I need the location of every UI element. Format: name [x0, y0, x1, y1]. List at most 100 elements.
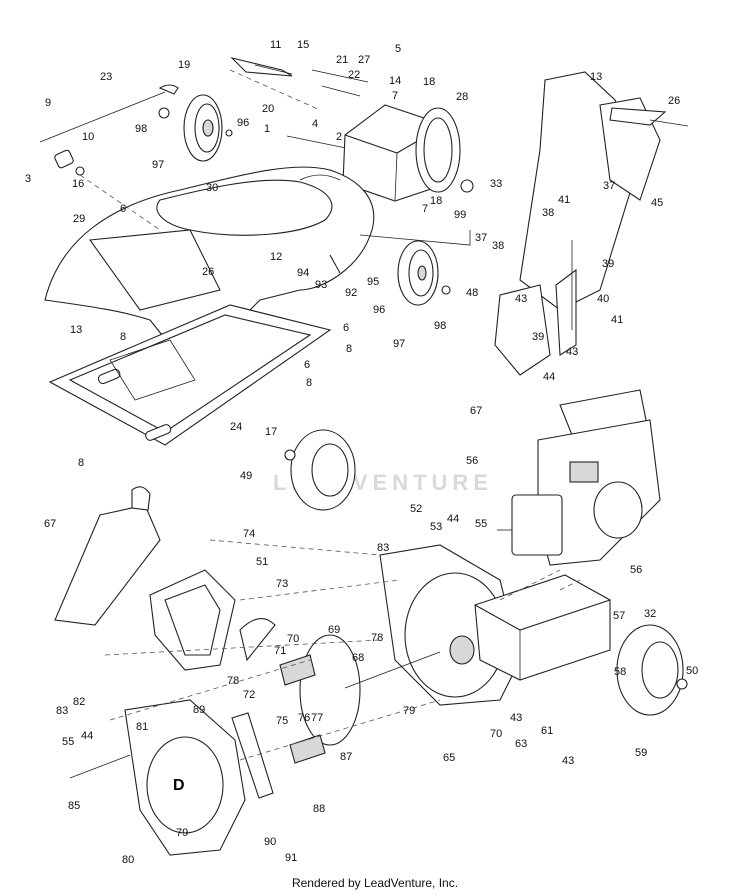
callout-65: 65 — [443, 752, 455, 764]
callout-39: 39 — [602, 258, 614, 270]
callout-13: 13 — [70, 324, 82, 336]
callout-77: 77 — [311, 712, 323, 724]
callout-97: 97 — [393, 338, 405, 350]
callout-55: 55 — [475, 518, 487, 530]
callout-22: 22 — [348, 69, 360, 81]
blade-rotor — [279, 634, 361, 764]
rotor-cover — [149, 569, 276, 671]
callout-19: 19 — [178, 59, 190, 71]
callout-68: 68 — [352, 652, 364, 664]
axle-bracket — [329, 230, 471, 306]
callout-88: 88 — [313, 803, 325, 815]
callout-49: 49 — [240, 470, 252, 482]
callout-26: 26 — [668, 95, 680, 107]
callout-38: 38 — [542, 207, 554, 219]
clamp-plate — [231, 712, 274, 799]
callout-81: 81 — [136, 721, 148, 733]
callout-38: 38 — [492, 240, 504, 252]
callout-7: 7 — [422, 203, 428, 215]
callout-94: 94 — [297, 267, 309, 279]
callout-50: 50 — [686, 665, 698, 677]
callout-7: 7 — [392, 90, 398, 102]
callout-28: 28 — [456, 91, 468, 103]
callout-17: 17 — [265, 426, 277, 438]
callout-44: 44 — [447, 513, 459, 525]
tire-right — [616, 624, 688, 716]
handle-rod-assembly — [39, 84, 179, 176]
callout-15: 15 — [297, 39, 309, 51]
callout-37: 37 — [603, 180, 615, 192]
callout-78: 78 — [227, 675, 239, 687]
callout-57: 57 — [613, 610, 625, 622]
callout-9: 9 — [45, 97, 51, 109]
callout-61: 61 — [541, 725, 553, 737]
engine — [497, 389, 661, 566]
callout-67: 67 — [44, 518, 56, 530]
discharge-chute — [494, 71, 689, 376]
callout-26: 26 — [202, 266, 214, 278]
callout-29: 29 — [73, 213, 85, 225]
callout-82: 82 — [73, 696, 85, 708]
callout-58: 58 — [614, 666, 626, 678]
callout-6: 6 — [343, 322, 349, 334]
callout-18: 18 — [430, 195, 442, 207]
callout-43: 43 — [562, 755, 574, 767]
callout-18: 18 — [423, 76, 435, 88]
callout-80: 80 — [122, 854, 134, 866]
callout-44: 44 — [81, 730, 93, 742]
inlet-chute — [54, 486, 161, 626]
housing-letter: D — [173, 777, 185, 794]
callout-43: 43 — [510, 712, 522, 724]
rods — [286, 69, 369, 149]
callout-99: 99 — [454, 209, 466, 221]
callout-63: 63 — [515, 738, 527, 750]
callout-98: 98 — [135, 123, 147, 135]
callout-71: 71 — [274, 645, 286, 657]
callout-91: 91 — [285, 852, 297, 864]
callout-40: 40 — [597, 293, 609, 305]
callout-45: 45 — [651, 197, 663, 209]
callout-74: 74 — [243, 528, 255, 540]
callout-87: 87 — [340, 751, 352, 763]
hopper-shell — [44, 166, 375, 361]
callout-78: 78 — [371, 632, 383, 644]
callout-59: 59 — [635, 747, 647, 759]
callout-2: 2 — [336, 131, 342, 143]
base-plate — [48, 304, 332, 446]
callout-24: 24 — [230, 421, 242, 433]
callout-14: 14 — [389, 75, 401, 87]
callout-75: 75 — [276, 715, 288, 727]
callout-44: 44 — [543, 371, 555, 383]
callout-1: 1 — [264, 123, 270, 135]
callout-41: 41 — [611, 314, 623, 326]
callout-27: 27 — [358, 54, 370, 66]
callout-30: 30 — [206, 182, 218, 194]
callout-23: 23 — [100, 71, 112, 83]
callout-41: 41 — [558, 194, 570, 206]
callout-5: 5 — [395, 43, 401, 55]
bracket-top — [230, 57, 293, 77]
chute-mount-box — [342, 104, 474, 202]
callout-21: 21 — [336, 54, 348, 66]
callout-76: 76 — [298, 712, 310, 724]
callout-70: 70 — [287, 633, 299, 645]
callout-89: 89 — [193, 704, 205, 716]
callout-32: 32 — [644, 608, 656, 620]
credit-line: Rendered by LeadVenture, Inc. — [291, 876, 459, 890]
callout-37: 37 — [475, 232, 487, 244]
callout-6: 6 — [304, 359, 310, 371]
callout-85: 85 — [68, 800, 80, 812]
callout-72: 72 — [243, 689, 255, 701]
callout-70: 70 — [490, 728, 502, 740]
callout-52: 52 — [410, 503, 422, 515]
callout-39: 39 — [532, 331, 544, 343]
callout-48: 48 — [466, 287, 478, 299]
callout-3: 3 — [25, 173, 31, 185]
callout-95: 95 — [367, 276, 379, 288]
callout-90: 90 — [264, 836, 276, 848]
callout-53: 53 — [430, 521, 442, 533]
callout-79: 79 — [176, 827, 188, 839]
assembly-dashes — [79, 69, 581, 761]
